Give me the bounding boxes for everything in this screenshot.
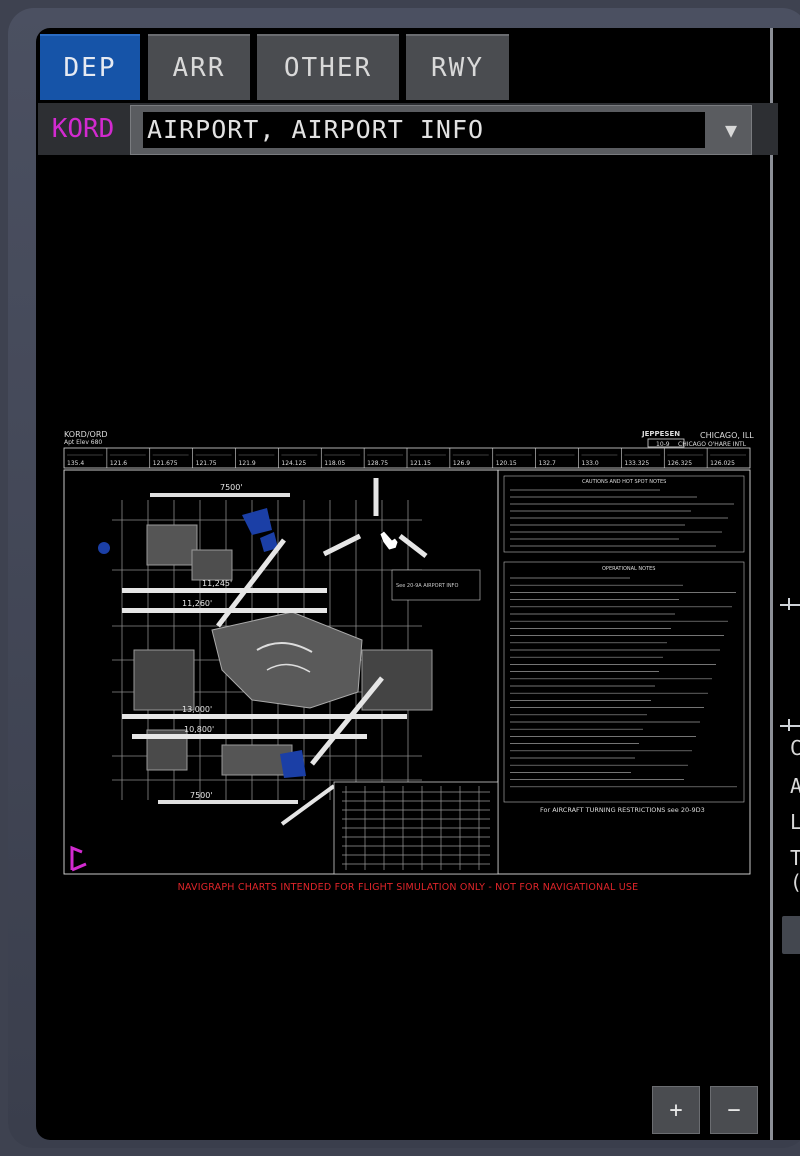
freq-value: 124.125 [281, 460, 306, 467]
notes-footer: For AIRCRAFT TURNING RESTRICTIONS see 20… [540, 806, 705, 814]
chart-callout: See 20-9A AIRPORT INFO [396, 583, 458, 589]
freq-value: 126.325 [667, 460, 692, 467]
freq-value: 120.15 [496, 460, 517, 467]
panel-button[interactable] [782, 916, 800, 954]
freq-value: 135.4 [67, 460, 84, 467]
runway-length: 13,000' [182, 705, 212, 714]
tab-rwy[interactable]: RWY [406, 34, 509, 100]
freq-value: 133.0 [582, 460, 599, 467]
zoom-out-button[interactable]: − [710, 1086, 758, 1134]
runway-length: 7500' [190, 791, 213, 800]
airport-diagram: See 20-9A AIRPORT INFO [98, 478, 499, 875]
chart-brand: JEPPESEN [641, 430, 680, 438]
zoom-in-button[interactable]: + [652, 1086, 700, 1134]
panel-letter: A [790, 774, 800, 798]
tab-dep[interactable]: DEP [40, 34, 140, 100]
freq-value: 126.9 [453, 460, 470, 467]
panel-tick [788, 719, 790, 731]
freq-value: 133.325 [624, 460, 649, 467]
panel-letter: ( [790, 870, 800, 894]
panel-line [780, 725, 800, 727]
panel-letter: L [790, 810, 800, 834]
chart-selector[interactable]: AIRPORT, AIRPORT INFO ▼ [130, 105, 752, 155]
panel-letter: T [790, 846, 800, 870]
airport-icao[interactable]: KORD [51, 114, 115, 144]
panel-letter: C [790, 736, 800, 760]
panel-tick [788, 598, 790, 610]
freq-value: 121.675 [153, 460, 178, 467]
chart-header-elev: Apt Elev 680 [64, 439, 102, 446]
runway-length: 11,260' [182, 599, 212, 608]
freq-value: 126.025 [710, 460, 735, 467]
chart-selector-value[interactable]: AIRPORT, AIRPORT INFO [143, 112, 705, 148]
chart-header-id: KORD/ORD [64, 430, 108, 439]
magenta-marker [70, 845, 87, 872]
freq-value: 121.9 [239, 460, 256, 467]
chart-airport-name: CHICAGO O'HARE INTL [678, 441, 747, 448]
tab-arr[interactable]: ARR [148, 34, 250, 100]
freq-value: 118.05 [324, 460, 345, 467]
freq-value: 121.15 [410, 460, 431, 467]
chart-page-id: 10-9 [656, 441, 670, 448]
runway-length: 7500' [220, 483, 243, 492]
freq-value: 121.6 [110, 460, 127, 467]
chart-city: CHICAGO, ILL [700, 431, 754, 440]
notes-title-cautions: CAUTIONS AND HOT SPOT NOTES [582, 479, 666, 485]
tab-other[interactable]: OTHER [257, 34, 399, 100]
runway-length: 10,800' [184, 725, 214, 734]
panel-line [780, 604, 800, 606]
airport-chart[interactable]: KORD/ORD Apt Elev 680 JEPPESEN CHICAGO, … [62, 430, 754, 880]
freq-value: 128.75 [367, 460, 388, 467]
runway-length: 11,245' [202, 579, 232, 588]
triangle-down-icon[interactable]: ▼ [724, 118, 738, 142]
panel-divider [770, 28, 773, 1140]
notes-title-operational: OPERATIONAL NOTES [602, 566, 655, 572]
airport-row: KORD AIRPORT, AIRPORT INFO ▼ [38, 103, 778, 155]
freq-value: 132.7 [539, 460, 556, 467]
chart-disclaimer: NAVIGRAPH CHARTS INTENDED FOR FLIGHT SIM… [177, 882, 639, 893]
freq-value: 121.75 [196, 460, 217, 467]
adjacent-panel: C A L T ( [780, 0, 800, 1156]
hand-cursor-icon [379, 530, 399, 551]
